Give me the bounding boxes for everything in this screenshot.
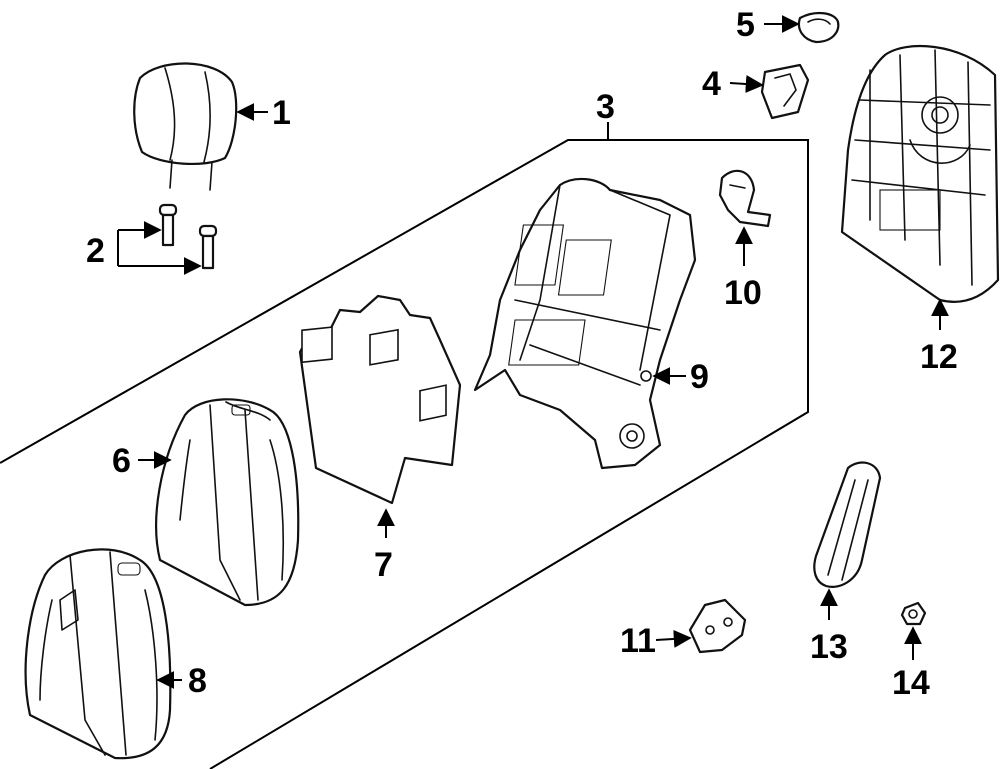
callout-4: 4 — [702, 65, 721, 103]
seat-frame-part — [473, 177, 697, 470]
callout-5: 5 — [736, 6, 755, 44]
callout-13: 13 — [810, 628, 848, 666]
assembly-bracket-outline — [0, 139, 809, 769]
back-panel-part — [840, 45, 1000, 303]
callout-3: 3 — [596, 88, 615, 126]
knob-part — [797, 12, 840, 44]
bracket-part — [688, 598, 747, 654]
headrest-part — [133, 62, 238, 191]
callout-11: 11 — [620, 622, 656, 660]
callout-1: 1 — [272, 94, 291, 132]
callout-7: 7 — [374, 546, 393, 584]
callout-10: 10 — [724, 274, 762, 312]
trim-clip-part — [760, 63, 810, 120]
callout-8: 8 — [188, 662, 207, 700]
leader-4 — [729, 75, 764, 93]
cover-inner-part — [155, 398, 300, 607]
callout-6: 6 — [112, 442, 131, 480]
nut-part — [900, 601, 927, 626]
headrest-guide-part — [158, 203, 218, 270]
callout-9: 9 — [690, 358, 709, 396]
callout-14: 14 — [892, 664, 930, 702]
sensor-part — [718, 169, 772, 228]
callout-12: 12 — [920, 338, 958, 376]
seat-pad-part — [298, 294, 462, 505]
leader-11 — [655, 629, 692, 648]
cover-outer-part — [24, 548, 172, 760]
side-trim-part — [813, 461, 882, 588]
callout-2: 2 — [86, 232, 105, 270]
